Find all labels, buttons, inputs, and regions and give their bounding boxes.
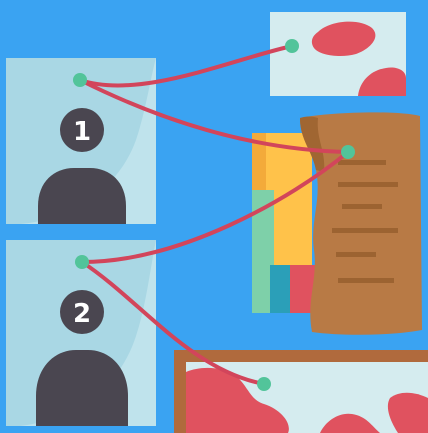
pin-node-scroll — [341, 145, 355, 159]
pin-node-card-2 — [75, 255, 89, 269]
avatar-silhouette-2 — [36, 350, 128, 426]
scroll-line-2 — [338, 182, 398, 187]
pin-node-map-bottom — [257, 377, 271, 391]
pin-node-map-top — [285, 39, 299, 53]
scroll-document — [300, 112, 422, 334]
document-stack — [252, 133, 316, 313]
scroll-line-6 — [338, 278, 394, 283]
avatar-silhouette-1 — [38, 168, 126, 224]
pin-node-card-1 — [73, 73, 87, 87]
scroll-line-1 — [338, 160, 386, 165]
scroll-line-3 — [342, 204, 382, 209]
profile-badge-1-number: 1 — [73, 117, 91, 147]
scroll-line-4 — [332, 228, 398, 233]
scroll-line-5 — [336, 252, 376, 257]
map-card-top — [270, 12, 406, 96]
document-teal — [270, 265, 292, 313]
profile-badge-2-number: 2 — [73, 299, 91, 329]
